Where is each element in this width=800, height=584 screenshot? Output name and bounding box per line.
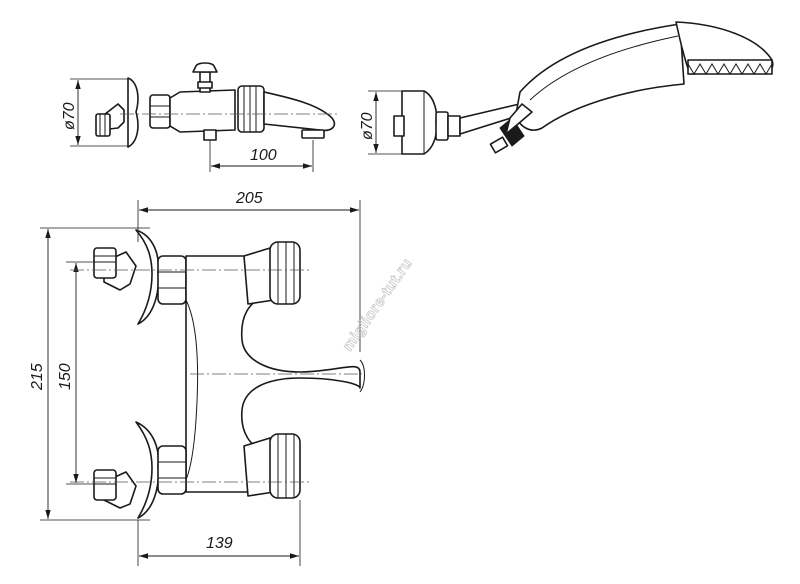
side-view-mixer <box>70 62 340 172</box>
outlet-projection-label: 139 <box>206 535 233 552</box>
flange-diameter-label: ø70 <box>359 112 376 140</box>
inlet-spacing-label: 150 <box>57 363 74 390</box>
overall-height-label: 215 <box>29 363 46 391</box>
watermark-text: migliore-tut.ru <box>339 255 416 354</box>
spout-length-label: 100 <box>250 147 277 164</box>
flange-view <box>368 90 531 155</box>
side-diameter-label: ø70 <box>61 102 78 130</box>
front-view-mixer <box>40 200 365 566</box>
hand-shower <box>489 21 774 154</box>
overall-width-label: 205 <box>235 190 263 207</box>
